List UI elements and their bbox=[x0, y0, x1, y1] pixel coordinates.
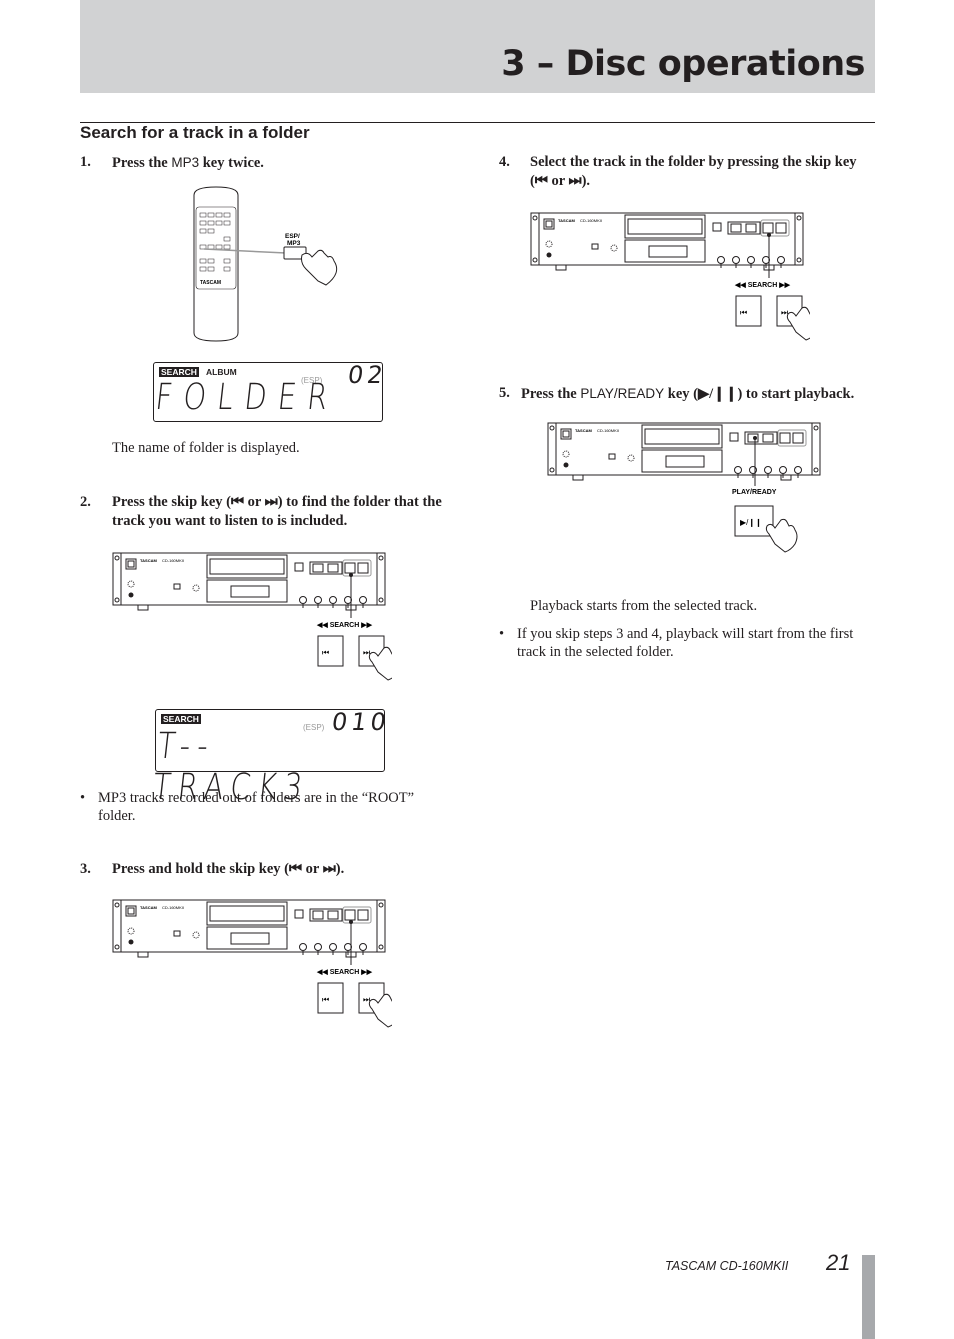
skip-back-button[interactable] bbox=[735, 295, 762, 327]
skip-back-icon: ⏮ bbox=[322, 648, 329, 657]
cd-player-illustration: TASCAM CD-160MKII ◀◀ SEARCH ▶▶ ⏮ ⏭ bbox=[112, 552, 401, 681]
section-title: Search for a track in a folder bbox=[80, 123, 310, 142]
step-number: 5. bbox=[499, 385, 510, 401]
hand-pointer-icon bbox=[786, 306, 819, 341]
track-number: 010 bbox=[330, 708, 392, 736]
step-1: 1. Press the MP3 key twice. bbox=[80, 153, 440, 173]
device-model: CD-160MKII bbox=[162, 905, 184, 910]
step-text: Select the track in the folder by pressi… bbox=[530, 154, 857, 189]
esp-indicator: (ESP) bbox=[303, 723, 325, 732]
skip-back-icon: ⏮ bbox=[322, 995, 329, 1004]
play-ready-label: PLAY/READY bbox=[732, 489, 777, 496]
note-text: MP3 tracks recorded out of folders are i… bbox=[98, 790, 415, 824]
key-name: PLAY/READY bbox=[580, 386, 665, 401]
search-label: ◀◀ SEARCH ▶▶ bbox=[734, 282, 791, 289]
remote-brand: TASCAM bbox=[200, 280, 221, 286]
note-playback: Playback starts from the selected track. bbox=[530, 598, 758, 614]
cd-player-illustration: TASCAM CD-160MKII PLAY/READY ▶/❙❙ bbox=[547, 422, 821, 553]
bullet: • bbox=[80, 790, 86, 806]
note-skip: • If you skip steps 3 and 4, playback wi… bbox=[499, 625, 864, 661]
chapter-title: 3 – Disc operations bbox=[501, 44, 865, 84]
device-brand: TASCAM bbox=[575, 428, 592, 433]
search-badge: SEARCH bbox=[159, 367, 199, 377]
lcd-display-folder: SEARCH ALBUM (ESP) 02 FOLDER bbox=[153, 361, 389, 422]
play-pause-icon: ▶/❙❙ bbox=[740, 518, 762, 527]
hand-pointer-icon bbox=[301, 249, 338, 286]
step-number: 2. bbox=[80, 494, 91, 510]
key-name: MP3 bbox=[171, 155, 200, 170]
note-root: • MP3 tracks recorded out of folders are… bbox=[80, 789, 445, 825]
step-text: Press the bbox=[521, 386, 581, 402]
footer-model: TASCAM CD-160MKII bbox=[665, 1259, 789, 1273]
note-text: If you skip steps 3 and 4, playback will… bbox=[517, 626, 854, 660]
hand-pointer-icon bbox=[765, 518, 798, 553]
skip-back-button[interactable] bbox=[317, 982, 344, 1014]
bullet: • bbox=[499, 626, 505, 642]
device-model: CD-160MKII bbox=[580, 218, 602, 223]
esp-mp3-label: ESP/ bbox=[285, 233, 300, 240]
step-text: key twice. bbox=[199, 155, 264, 171]
skip-forward-icon: ⏭ bbox=[363, 648, 370, 657]
skip-forward-icon: ⏭ bbox=[781, 308, 788, 317]
album-label: ALBUM bbox=[206, 367, 237, 377]
step-number: 3. bbox=[80, 861, 91, 877]
skip-back-icon: ⏮ bbox=[740, 308, 747, 317]
step-text: Press the skip key (⏮ or ⏭) to find the … bbox=[112, 494, 442, 529]
cd-player-illustration: TASCAM CD-160MKII ◀◀ SEARCH ▶▶ ⏮ ⏭ bbox=[112, 899, 401, 1028]
device-model: CD-160MKII bbox=[597, 428, 619, 433]
display-text: FOLDER bbox=[153, 377, 341, 418]
step-5: 5. Press the PLAY/READY key (▶/❙❙) to st… bbox=[499, 384, 875, 404]
skip-forward-icon: ⏭ bbox=[363, 995, 370, 1004]
device-model: CD-160MKII bbox=[162, 558, 184, 563]
step-4: 4. Select the track in the folder by pre… bbox=[499, 153, 869, 191]
cd-player-figure: TASCAM CD-160MKII ◀◀ SEARCH ▶▶ ⏮ ⏭ bbox=[530, 210, 819, 365]
cd-player-figure: TASCAM CD-160MKII ◀◀ SEARCH ▶▶ ⏮ ⏭ bbox=[112, 897, 401, 1052]
esp-indicator: (ESP) bbox=[301, 376, 323, 385]
footer-tab bbox=[862, 1255, 875, 1339]
remote-control-illustration: TASCAM ESP/ MP3 bbox=[193, 186, 338, 342]
esp-mp3-label: MP3 bbox=[287, 240, 301, 247]
page-number: 21 bbox=[826, 1250, 851, 1275]
chapter-header: 3 – Disc operations bbox=[80, 0, 875, 93]
folder-number: 02 bbox=[346, 361, 389, 389]
step-text: key (▶/❙❙) to start playback. bbox=[664, 386, 855, 402]
section-divider bbox=[80, 122, 875, 123]
lcd-display-track: SEARCH (ESP) 010 T-- TRACK3 bbox=[151, 708, 392, 808]
search-badge: SEARCH bbox=[161, 714, 201, 724]
note-folder-name: The name of folder is displayed. bbox=[112, 440, 300, 456]
cd-player-illustration: TASCAM CD-160MKII ◀◀ SEARCH ▶▶ ⏮ ⏭ bbox=[530, 212, 819, 341]
step-number: 4. bbox=[499, 154, 510, 170]
cd-player-figure: TASCAM CD-160MKII ◀◀ SEARCH ▶▶ ⏮ ⏭ bbox=[112, 550, 401, 705]
step-text: Press the bbox=[112, 155, 172, 171]
step-number: 1. bbox=[80, 154, 91, 170]
device-brand: TASCAM bbox=[140, 558, 157, 563]
step-2: 2. Press the skip key (⏮ or ⏭) to find t… bbox=[80, 493, 445, 531]
skip-back-button[interactable] bbox=[317, 635, 344, 667]
device-brand: TASCAM bbox=[140, 905, 157, 910]
cd-player-figure: TASCAM CD-160MKII PLAY/READY ▶/❙❙ bbox=[547, 420, 827, 565]
hand-pointer-icon bbox=[368, 993, 401, 1028]
step-text: Press and hold the skip key (⏮ or ⏭). bbox=[112, 861, 345, 877]
step-3: 3. Press and hold the skip key (⏮ or ⏭). bbox=[80, 860, 445, 879]
search-label: ◀◀ SEARCH ▶▶ bbox=[316, 622, 373, 629]
hand-pointer-icon bbox=[368, 646, 401, 681]
device-brand: TASCAM bbox=[558, 218, 575, 223]
search-label: ◀◀ SEARCH ▶▶ bbox=[316, 969, 373, 976]
